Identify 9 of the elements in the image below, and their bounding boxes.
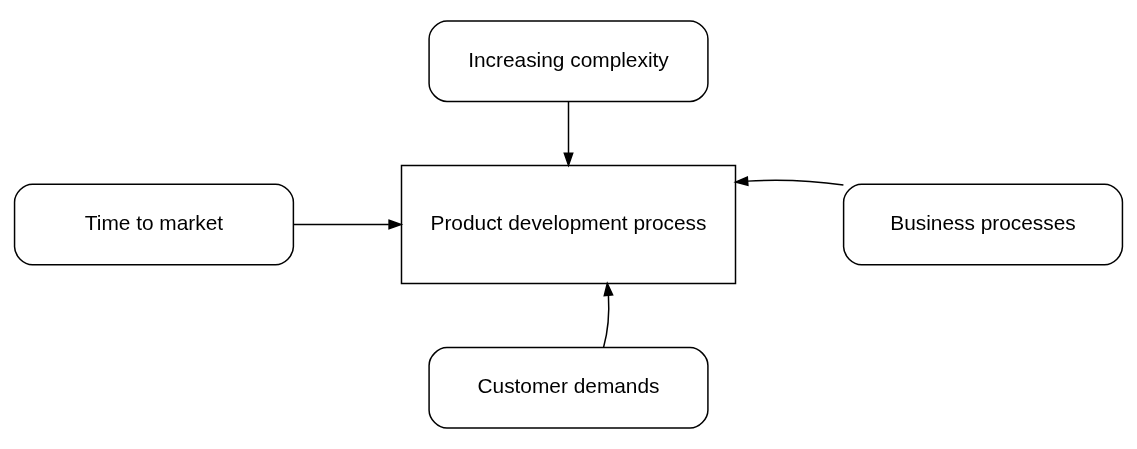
- arrow: [292, 219, 404, 230]
- node-box: Customer demands: [428, 346, 709, 429]
- arrow: [602, 281, 614, 349]
- node-box: Business processes: [842, 183, 1124, 266]
- node-box: Product development process: [400, 164, 737, 285]
- arrow: [563, 100, 574, 168]
- arrow: [733, 175, 845, 187]
- node-box: Time to market: [13, 183, 295, 266]
- node-box: Increasing complexity: [428, 20, 709, 103]
